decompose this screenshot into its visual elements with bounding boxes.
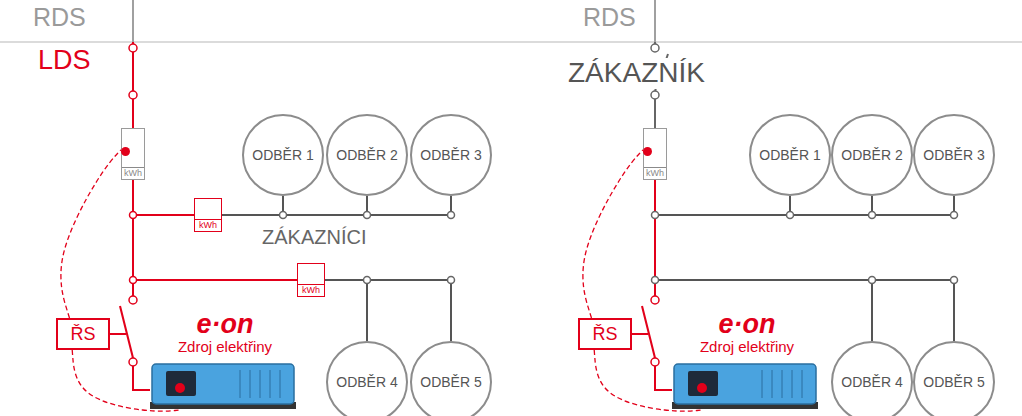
control-unit-name: ŘS (592, 325, 617, 343)
control-unit-box: ŘS (56, 318, 110, 350)
brand-logo: e·on (197, 310, 254, 338)
consumer-circle: ODBĚR 2 (831, 114, 913, 196)
power-wire (222, 196, 367, 215)
generator-switch (110, 296, 138, 366)
consumer-circle: ODBĚR 1 (242, 114, 324, 196)
local-grid-label: LDS (38, 46, 91, 76)
grid-label: RDS (33, 4, 86, 32)
consumer-circle: ODBĚR 3 (913, 114, 995, 196)
power-source: e·onZdroj elektřiny (672, 310, 822, 410)
source-name: Zdroj elektřiny (700, 338, 794, 356)
consumer-circle: ODBĚR 4 (831, 341, 913, 416)
control-line (583, 150, 643, 318)
consumer-circle: ODBĚR 5 (410, 341, 492, 416)
consumer-name: ODBĚR 4 (336, 374, 397, 390)
consumer-circle: ODBĚR 3 (410, 114, 492, 196)
consumer-name: ODBĚR 1 (759, 147, 820, 163)
consumer-name: ODBĚR 5 (923, 374, 984, 390)
consumer-name: ODBĚR 3 (420, 147, 481, 163)
junction-terminals (130, 212, 958, 284)
consumer-circle: ODBĚR 2 (326, 114, 408, 196)
sub-meter: kWh (194, 198, 222, 232)
power-wire (325, 280, 451, 341)
electricity-meter: kWh (643, 128, 667, 180)
consumer-circle: ODBĚR 5 (913, 341, 995, 416)
meter-unit: kWh (195, 219, 221, 231)
consumer-name: ODBĚR 5 (420, 374, 481, 390)
meter-unit: kWh (122, 167, 144, 179)
consumer-circle: ODBĚR 4 (326, 341, 408, 416)
left-feeder (129, 0, 137, 128)
power-wire (222, 196, 283, 215)
generator-picture (150, 364, 296, 409)
grid-boundary-line (0, 41, 1022, 43)
control-unit-box: ŘS (578, 318, 632, 350)
meter-unit: kWh (298, 284, 324, 296)
source-name: Zdroj elektřiny (178, 338, 272, 356)
power-source: e·onZdroj elektřiny (150, 310, 300, 410)
brand-logo: e·on (719, 310, 776, 338)
sub-meter: kWh (297, 263, 325, 297)
meter-sensor-dot (643, 147, 652, 156)
power-wire (133, 180, 194, 215)
control-line (61, 150, 121, 318)
electricity-meter: kWh (121, 128, 145, 180)
power-wire (655, 180, 872, 341)
meter-sensor-dot (121, 147, 130, 156)
power-wire (325, 280, 367, 341)
generator-switch (632, 296, 660, 366)
group-label: ZÁKAZNÍCI (262, 226, 366, 248)
customer-label: ZÁKAZNÍK (568, 58, 705, 89)
generator-picture (672, 364, 818, 409)
consumer-name: ODBĚR 1 (252, 147, 313, 163)
consumer-name: ODBĚR 4 (841, 374, 902, 390)
power-wire (222, 196, 451, 215)
consumer-circle: ODBĚR 1 (749, 114, 831, 196)
power-wire (655, 180, 954, 341)
grid-label: RDS (583, 4, 636, 32)
consumer-name: ODBĚR 3 (923, 147, 984, 163)
consumer-name: ODBĚR 2 (336, 147, 397, 163)
meter-unit: kWh (644, 167, 666, 179)
consumer-name: ODBĚR 2 (841, 147, 902, 163)
control-unit-name: ŘS (70, 325, 95, 343)
